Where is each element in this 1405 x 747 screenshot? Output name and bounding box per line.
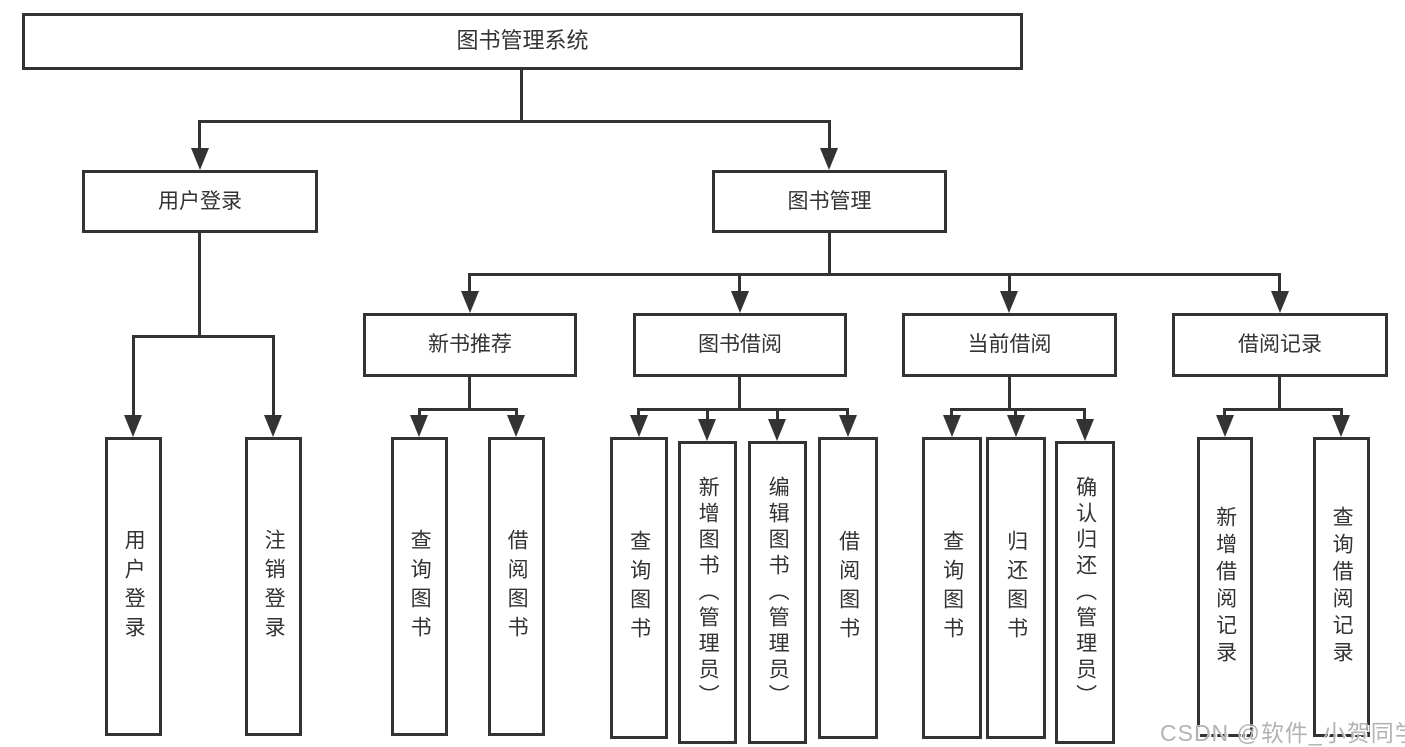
arrowhead-down-icon	[1007, 415, 1025, 437]
connector-to-user-login	[198, 120, 201, 152]
connector-to-new-book-rec	[468, 273, 471, 295]
arrowhead-down-icon	[943, 415, 961, 437]
arrowhead-down-icon	[731, 291, 749, 313]
arrowhead-down-icon	[1000, 291, 1018, 313]
arrowhead-down-icon	[839, 415, 857, 437]
node-book-mgmt: 图书管理	[712, 170, 947, 233]
connector-level1-hline	[199, 120, 831, 123]
leaf-query-borrow-record: 查询借阅记录	[1313, 437, 1370, 737]
connector-to-leaf	[1083, 408, 1086, 420]
csdn-watermark: CSDN @软件_小贺同学	[1160, 720, 1405, 746]
connector-to-leaf	[1223, 408, 1226, 418]
arrowhead-down-icon	[507, 415, 525, 437]
connector-to-borrow-records	[1278, 273, 1281, 295]
arrowhead-down-icon	[698, 419, 716, 441]
node-root: 图书管理系统	[22, 13, 1023, 70]
connector-book-borrow-stub	[738, 377, 741, 408]
arrowhead-down-icon	[1216, 415, 1234, 437]
arrowhead-down-icon	[264, 415, 282, 437]
leaf-add-borrow-record: 新增借阅记录	[1197, 437, 1253, 737]
connector-new-book-rec-stub	[468, 377, 471, 408]
leaf-query-book: 查询图书	[391, 437, 448, 736]
connector-to-leaf	[637, 408, 640, 418]
leaf-borrow-book: 借阅图书	[488, 437, 545, 736]
connector-root-stub	[520, 70, 523, 120]
arrowhead-down-icon	[1076, 419, 1094, 441]
arrowhead-down-icon	[410, 415, 428, 437]
leaf-return-book: 归还图书	[986, 437, 1046, 739]
leaf-query-book: 查询图书	[922, 437, 982, 739]
leaf-query-book: 查询图书	[610, 437, 668, 739]
connector-user-login-hline	[132, 335, 274, 338]
connector-book-borrow-hline	[637, 408, 849, 411]
node-new-book-rec: 新书推荐	[363, 313, 577, 377]
arrowhead-down-icon	[191, 148, 209, 170]
connector-to-book-mgmt	[828, 120, 831, 152]
leaf-add-book-admin: 新增图书（管理员）	[678, 441, 737, 744]
leaf-edit-book-admin: 编辑图书（管理员）	[748, 441, 807, 744]
connector-to-leaf	[776, 408, 779, 420]
connector-to-leaf	[515, 408, 518, 418]
arrowhead-down-icon	[1271, 291, 1289, 313]
arrowhead-down-icon	[820, 148, 838, 170]
connector-to-book-borrow	[738, 273, 741, 295]
arrowhead-down-icon	[124, 415, 142, 437]
connector-to-leaf-user-login	[132, 335, 135, 417]
connector-to-leaf	[418, 408, 421, 418]
leaf-borrow-book: 借阅图书	[818, 437, 878, 739]
connector-new-book-rec-hline	[418, 408, 518, 411]
node-book-borrow: 图书借阅	[633, 313, 847, 377]
leaf-logout: 注销登录	[245, 437, 302, 736]
connector-borrow-records-stub	[1278, 377, 1281, 408]
leaf-user-login: 用户登录	[105, 437, 162, 736]
connector-to-leaf	[1340, 408, 1343, 418]
arrowhead-down-icon	[1332, 415, 1350, 437]
connector-to-leaf	[846, 408, 849, 418]
connector-to-leaf	[950, 408, 953, 418]
leaf-confirm-return-admin: 确认归还（管理员）	[1055, 441, 1115, 744]
node-current-borrow: 当前借阅	[902, 313, 1117, 377]
connector-current-borrow-hline	[950, 408, 1085, 411]
node-user-login: 用户登录	[82, 170, 318, 233]
connector-to-leaf-logout	[272, 335, 275, 417]
connector-to-leaf	[1014, 408, 1017, 418]
connector-borrow-records-hline	[1223, 408, 1343, 411]
connector-current-borrow-stub	[1008, 377, 1011, 408]
connector-book-mgmt-stub	[828, 233, 831, 273]
connector-to-current-borrow	[1008, 273, 1011, 295]
arrowhead-down-icon	[630, 415, 648, 437]
arrowhead-down-icon	[461, 291, 479, 313]
arrowhead-down-icon	[768, 419, 786, 441]
connector-level2-hline	[468, 273, 1281, 276]
connector-to-leaf	[706, 408, 709, 420]
connector-user-login-stub	[198, 233, 201, 335]
node-borrow-records: 借阅记录	[1172, 313, 1388, 377]
